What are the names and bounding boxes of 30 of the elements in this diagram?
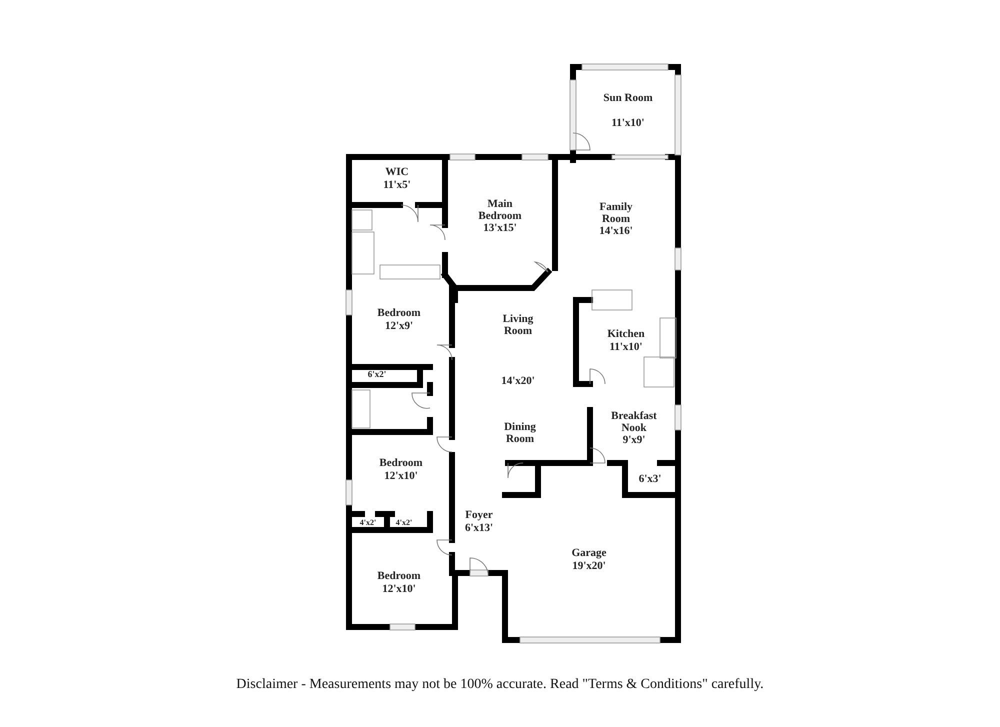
room-size: 12'x9' xyxy=(384,320,414,332)
room-size: 9'x9' xyxy=(622,434,646,446)
room-size: 19'x20' xyxy=(571,560,607,572)
closet-size: 6'x3' xyxy=(638,473,662,486)
room-size: 11'x10' xyxy=(610,117,646,130)
room-name: Kitchen xyxy=(606,328,646,340)
room-name: Dining Room xyxy=(503,421,537,446)
room-name: Foyer xyxy=(464,509,494,522)
room-name: Bedroom xyxy=(376,570,422,582)
room-name: Sun Room xyxy=(603,92,653,104)
room-name: Breakfast Nook xyxy=(610,410,658,434)
closet-size: 6'x2' xyxy=(366,370,388,380)
room-name: Family Room xyxy=(598,201,634,226)
room-size: 14'x16' xyxy=(598,225,634,238)
closet-size: 4'x2' xyxy=(394,519,414,528)
room-size: 11'x10' xyxy=(608,341,644,354)
room-size: 12'x10' xyxy=(381,583,417,596)
disclaimer-text: Disclaimer - Measurements may not be 100% accurate. Read "Terms & Conditions" carefully. xyxy=(235,677,765,692)
room-size: 13'x15' xyxy=(482,222,518,234)
room-size: 12'x10' xyxy=(383,470,419,482)
room-size: 6'x13' xyxy=(464,522,494,534)
room-name: Bedroom xyxy=(376,307,422,320)
room-name: Living Room xyxy=(502,313,534,338)
room-name: Bedroom xyxy=(378,457,424,470)
room-size: 14'x20' xyxy=(500,375,536,388)
room-size: 11'x5' xyxy=(382,179,412,192)
room-name: Main Bedroom xyxy=(477,198,523,222)
room-name: Garage xyxy=(570,547,608,560)
room-name: WIC xyxy=(384,166,410,178)
closet-size: 4'x2' xyxy=(358,519,378,528)
